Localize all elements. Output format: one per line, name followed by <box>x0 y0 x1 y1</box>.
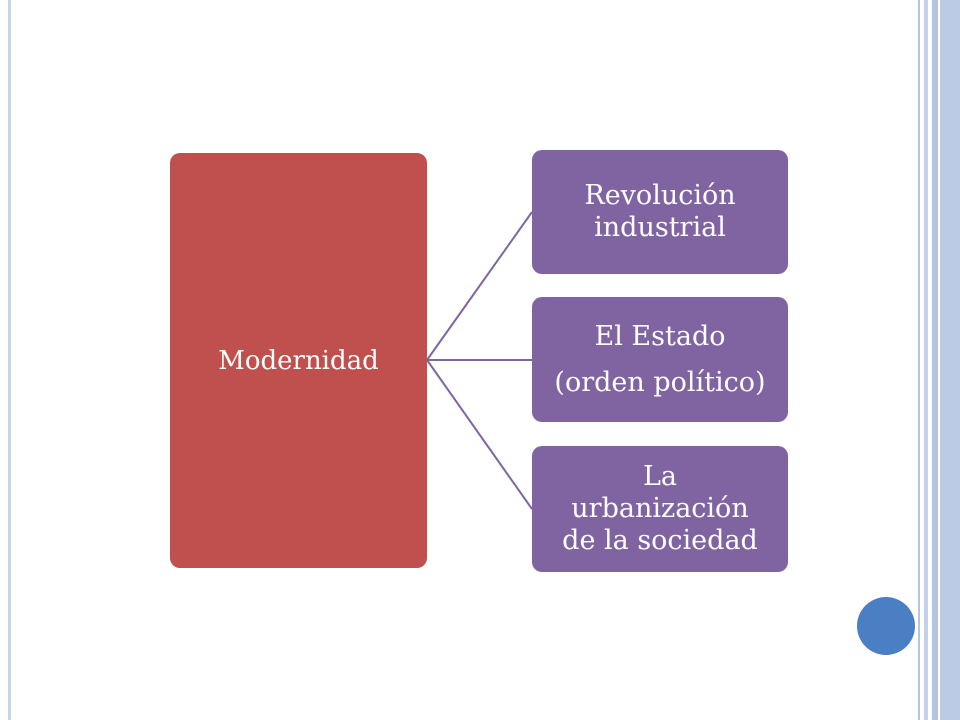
root-node: Modernidad <box>170 153 427 568</box>
slide-left-border <box>8 0 11 720</box>
connector-line-1 <box>426 211 533 361</box>
child-node-urbanizacion: La urbanización de la sociedad <box>532 446 788 572</box>
root-node-label: Modernidad <box>218 345 379 376</box>
child-node-el-estado: El Estado (orden político) <box>532 297 788 422</box>
slide-right-stripe <box>940 0 960 720</box>
child-node-line: (orden político) <box>554 366 766 398</box>
child-node-line: industrial <box>594 212 726 243</box>
child-node-line: de la sociedad <box>562 525 758 556</box>
child-node-line: El Estado <box>594 320 726 352</box>
child-node-line: Revolución <box>584 180 736 211</box>
connector-line-3 <box>426 359 533 510</box>
slide-right-stripe <box>932 0 938 720</box>
slide-right-stripe <box>924 0 928 720</box>
decorative-circle <box>857 597 915 655</box>
child-node-line: urbanización <box>571 493 749 524</box>
slide-right-stripe <box>918 0 920 720</box>
child-node-revolucion-industrial: Revolución industrial <box>532 150 788 274</box>
child-node-line: La <box>642 461 678 492</box>
